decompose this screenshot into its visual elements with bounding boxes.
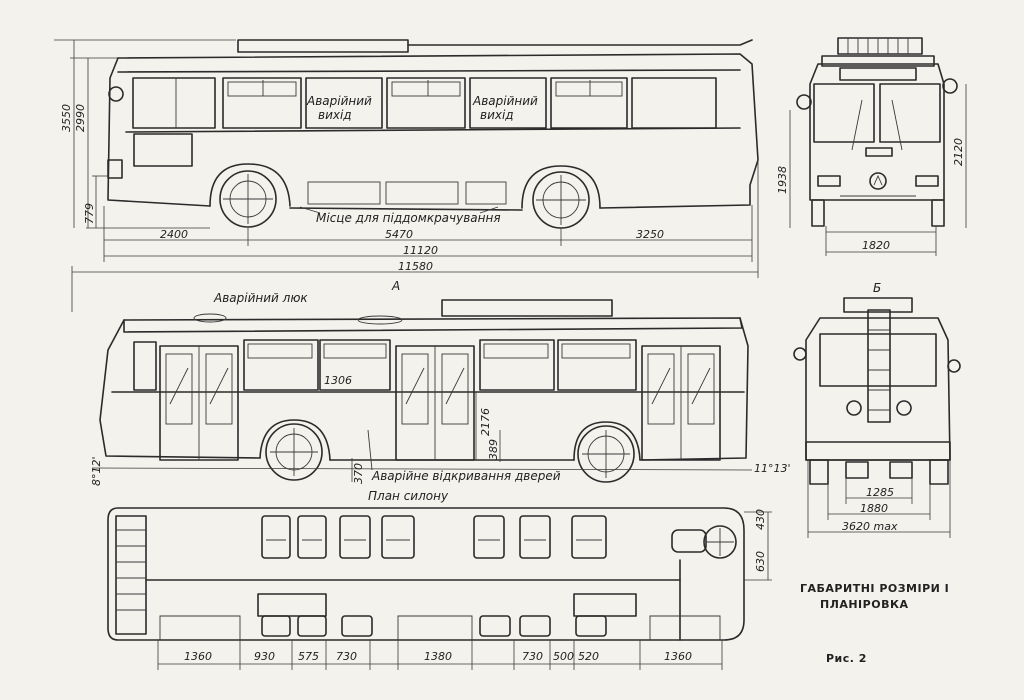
plan-dim-520: 520 (578, 650, 599, 663)
rear-dim-3620-max: 3620 max (842, 520, 898, 533)
figure-number: Рис. 2 (826, 652, 867, 665)
approach-angle: 8°12' (90, 456, 103, 486)
plan-dim-630: 630 (754, 551, 767, 572)
plan-dim-730-a: 730 (336, 650, 357, 663)
view-a-letter: А (391, 279, 400, 293)
rear-dim-1880: 1880 (860, 502, 888, 515)
plan-dim-930: 930 (254, 650, 275, 663)
jacking-point-label: Місце для піддомкрачування (316, 211, 501, 225)
view-b-letter: Б (873, 281, 881, 295)
caption-line-2: ПЛАНІРОВКА (820, 598, 908, 611)
clearance-370: 370 (352, 463, 365, 484)
departure-angle: 11°13' (754, 462, 791, 475)
floor-plan (107, 507, 772, 670)
dim-3250: 3250 (636, 228, 664, 241)
side-view-vertical-dimensions (54, 39, 236, 229)
roof-hatch-label: Аварійний люк (213, 291, 308, 305)
floor-plan-title: План силону (368, 489, 449, 503)
plan-dim-1360-b: 1360 (664, 650, 692, 663)
dim-11120: 11120 (403, 244, 438, 257)
height-779: 779 (83, 203, 96, 224)
front-height-2120: 2120 (952, 138, 965, 166)
dim-11580: 11580 (398, 260, 433, 273)
rear-dim-1285: 1285 (866, 486, 894, 499)
emergency-exit-label-2-line1: Аварійний (472, 94, 538, 108)
caption-line-1: ГАБАРИТНІ РОЗМІРИ І (800, 582, 949, 595)
step-height-389: 389 (487, 439, 500, 460)
plan-dim-500: 500 (553, 650, 574, 663)
side-view-horizontal-dimensions (71, 160, 759, 312)
emergency-exit-label-2-line2: вихід (480, 108, 514, 122)
height-3550: 3550 (60, 104, 73, 132)
emergency-exit-label-1-line2: вихід (318, 108, 352, 122)
plan-dim-575: 575 (298, 650, 319, 663)
plan-dim-730-b: 730 (522, 650, 543, 663)
plan-dim-1360-a: 1360 (184, 650, 212, 663)
side-view-right (107, 39, 759, 229)
door-height-2176: 2176 (479, 408, 492, 436)
emergency-door-label: Аварійне відкривання дверей (371, 469, 561, 483)
emergency-exit-label-1-line1: Аварійний (306, 94, 372, 108)
front-height-1938: 1938 (776, 166, 789, 194)
front-track-1820: 1820 (862, 239, 890, 252)
height-2990: 2990 (74, 104, 87, 132)
side-view-left (91, 299, 753, 483)
plan-dim-1380: 1380 (424, 650, 452, 663)
dim-2400: 2400 (160, 228, 188, 241)
front-view (789, 37, 967, 256)
window-dim-1306: 1306 (324, 374, 352, 387)
rear-view (793, 297, 961, 538)
dim-5470: 5470 (385, 228, 413, 241)
plan-dim-430: 430 (754, 509, 767, 530)
